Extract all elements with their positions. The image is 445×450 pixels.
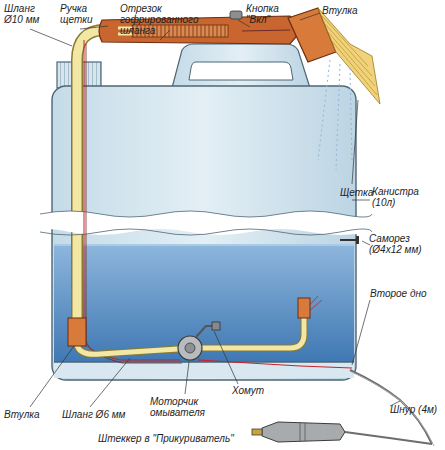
brush: [331, 40, 377, 95]
break-gap: [40, 211, 372, 235]
part-label: Втулка: [322, 5, 358, 16]
washer-pump: [178, 322, 220, 360]
leader-lines: [300, 13, 320, 20]
leader-lines: [214, 331, 238, 384]
plug: [305, 423, 306, 441]
hose-6mm: [77, 345, 178, 354]
part-label: Шланг Ø10 мм: [4, 3, 52, 25]
canister: [54, 361, 354, 362]
leader-lines: [352, 300, 370, 365]
plug: [262, 422, 345, 442]
self-tapping-screw: [340, 239, 356, 241]
leader-lines: [90, 358, 130, 407]
part-label: Второе дно: [370, 288, 427, 299]
hose-6mm: [77, 345, 178, 354]
brush: [318, 8, 380, 104]
brush: [288, 8, 380, 170]
leader-lines: [362, 241, 370, 245]
leader-lines: [80, 26, 108, 29]
brush-handle: [230, 11, 242, 19]
plug: [252, 429, 262, 435]
part-label: Саморез (Ø4x12 мм): [369, 233, 441, 255]
power-cord: [345, 432, 432, 444]
part-label: Щетка: [340, 187, 373, 198]
part-label: Отрезок гофрированного шланга: [120, 3, 206, 37]
canister: [54, 362, 354, 378]
break-gap: [40, 211, 372, 217]
part-label: Ручка щетки: [60, 3, 106, 25]
wires: [198, 360, 352, 368]
leader-lines: [352, 100, 358, 184]
leader-lines: [30, 346, 74, 407]
canister: [54, 245, 354, 362]
part-label: Кнопка "Вкл": [246, 3, 290, 25]
wires: [86, 44, 182, 363]
plug: [252, 422, 345, 442]
break-gap: [40, 229, 372, 235]
canister: [189, 62, 293, 80]
hose-6mm: [68, 318, 86, 346]
part-label: Шнур (4м): [390, 404, 437, 415]
break-gap: [40, 211, 372, 235]
leader-lines: [352, 200, 370, 201]
canister: [54, 244, 354, 246]
washer-pump: [185, 343, 195, 353]
self-tapping-screw: [340, 236, 359, 244]
plug: [300, 423, 301, 441]
canister: [172, 44, 310, 88]
washer-pump: [212, 322, 220, 330]
hose-6mm: [298, 298, 310, 318]
part-label: Штеккер в "Прикуриватель": [98, 433, 234, 444]
wires: [84, 40, 352, 368]
self-tapping-screw: [356, 236, 359, 244]
leader-lines: [30, 13, 400, 407]
brush: [318, 60, 330, 160]
hose-6mm: [68, 298, 310, 354]
brush: [322, 16, 377, 95]
wires: [84, 40, 180, 360]
brush: [322, 16, 368, 66]
brush: [350, 68, 352, 160]
hose-6mm: [202, 318, 304, 348]
brush: [318, 60, 352, 170]
washer-pump: [178, 336, 202, 360]
hose-6mm: [202, 318, 304, 348]
part-label: Канистра (10л): [372, 186, 440, 208]
part-label: Втулка: [4, 409, 40, 420]
leader-lines: [185, 362, 189, 394]
part-label: Шланг Ø6 мм: [62, 409, 125, 420]
part-label: Хомут: [232, 385, 264, 396]
brush: [325, 24, 372, 76]
leader-lines: [160, 30, 170, 40]
brush: [328, 32, 375, 86]
washer-pump: [196, 326, 214, 337]
brush-handle: [242, 30, 290, 31]
leader-lines: [30, 29, 72, 46]
brush: [336, 64, 340, 170]
part-label: Моторчик омывателя: [150, 396, 220, 418]
